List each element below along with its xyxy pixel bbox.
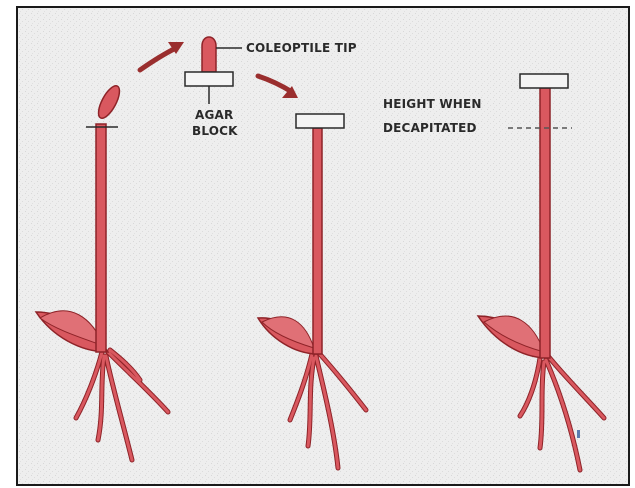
- speck: [577, 430, 580, 438]
- agar-block-1: [185, 72, 233, 86]
- agar-block-3: [520, 74, 568, 88]
- height-label-line2: DECAPITATED: [383, 121, 477, 135]
- coleoptile-tip-on-agar: [202, 37, 216, 72]
- plant-1-stem: [96, 124, 106, 352]
- agar-block-label-line2: BLOCK: [192, 124, 238, 138]
- agar-block-label-line1: AGAR: [195, 108, 233, 122]
- agar-block-2: [296, 114, 344, 128]
- coleoptile-tip-label: COLEOPTILE TIP: [246, 41, 357, 55]
- height-label-line1: HEIGHT WHEN: [383, 97, 482, 111]
- plant-2-stem: [313, 128, 322, 354]
